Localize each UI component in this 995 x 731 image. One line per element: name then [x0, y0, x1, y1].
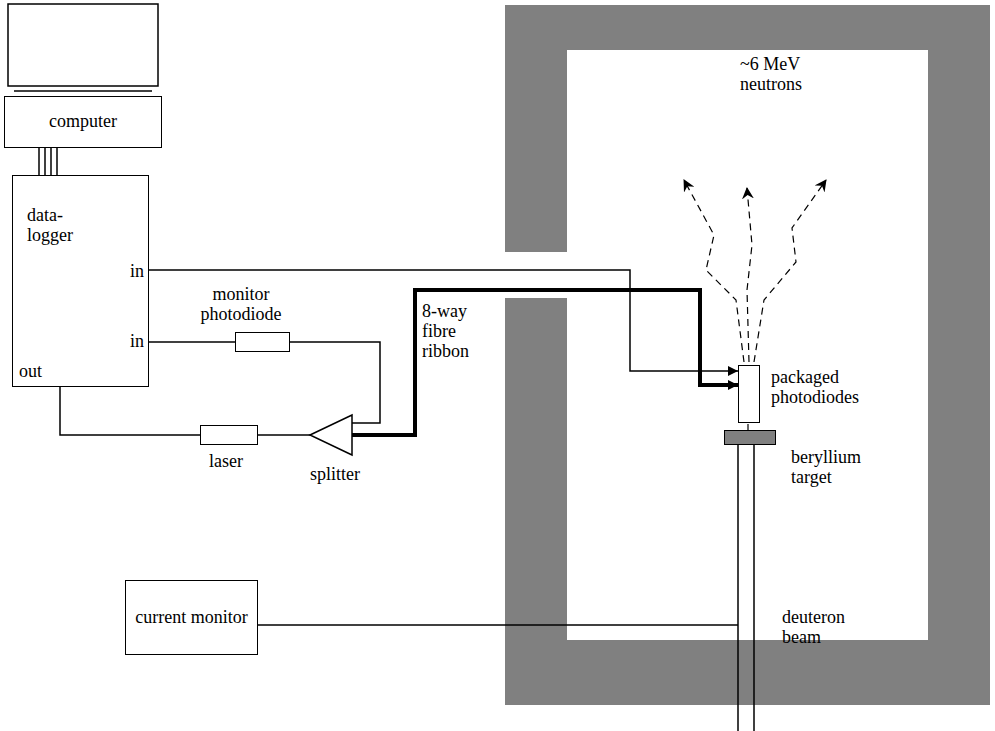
cable	[50, 148, 52, 175]
splitter-shape	[310, 415, 352, 455]
fibre-ribbon	[352, 290, 738, 435]
port-label: in	[130, 332, 148, 352]
neutron-arrow	[747, 188, 752, 362]
node-label: beryllium target	[791, 448, 883, 488]
signal-wire	[60, 387, 200, 435]
photodiode-package: packaged photodiodes	[738, 365, 760, 423]
splitter-outline	[310, 415, 352, 455]
node-label: data-logger	[27, 206, 89, 246]
current-monitor-box: current monitor	[125, 580, 258, 655]
shielding-cavity	[567, 50, 928, 640]
shielding-wall	[505, 5, 990, 705]
node-label: current monitor	[126, 608, 257, 628]
node-label: splitter	[310, 465, 390, 485]
monitor-stand	[14, 90, 152, 92]
node-label: laser	[209, 452, 269, 472]
cable	[56, 148, 58, 175]
port-label: out	[19, 362, 53, 382]
port-label: in	[130, 262, 148, 282]
cable	[38, 148, 40, 175]
datalogger-box: data-logger in in out	[12, 175, 149, 387]
current-wire	[250, 624, 738, 626]
beryllium-target: beryllium target	[724, 430, 776, 445]
signal-wire	[290, 342, 380, 423]
laser-box: laser	[200, 425, 258, 445]
monitor-screen	[8, 4, 158, 86]
beam-label: deuteron beam	[782, 608, 866, 648]
beam-tube	[737, 445, 739, 731]
neutron-arrow	[684, 180, 744, 362]
radiation-label: ~6 MeV neutrons	[740, 55, 852, 95]
photodiode-box: monitor photodiode	[235, 332, 290, 352]
node-label: packaged photodiodes	[771, 368, 875, 408]
signal-wire	[258, 434, 310, 436]
signal-wire	[149, 270, 738, 371]
neutron-arrow	[754, 180, 826, 362]
signal-wire	[149, 341, 235, 343]
edge-label: 8-way fibre ribbon	[422, 302, 484, 361]
beam-tube	[753, 445, 755, 731]
node-label: monitor photodiode	[188, 285, 294, 325]
signal-wire	[44, 148, 46, 175]
node-label: computer	[5, 112, 161, 132]
splitter-triangle: splitter	[310, 415, 352, 455]
computer-box: computer	[4, 96, 162, 148]
